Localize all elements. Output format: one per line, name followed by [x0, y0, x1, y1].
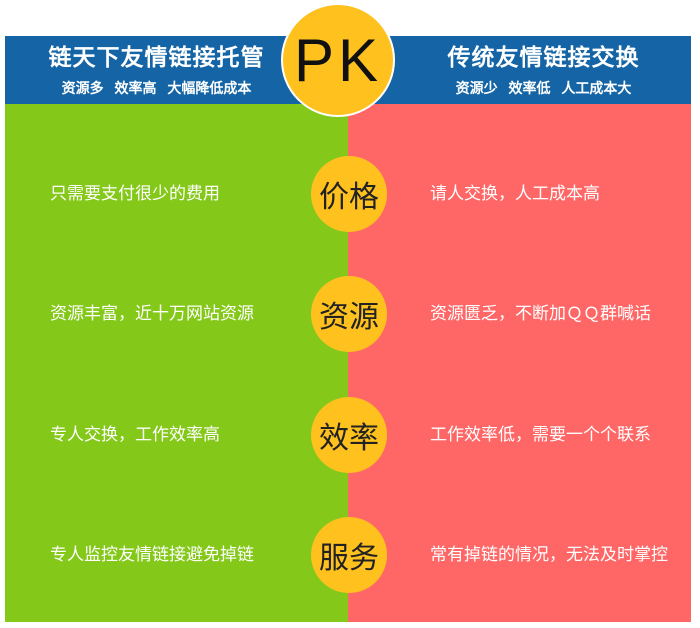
- row-resource-right: 资源匮乏，不断加ＱＱ群喊话: [430, 304, 651, 324]
- left-header-subtitle: 资源多 效率高 大幅降低成本: [61, 81, 252, 97]
- right-header-title: 传统友情链接交换: [447, 45, 640, 71]
- right-header-subtitle: 资源少 效率低 人工成本大: [455, 81, 632, 97]
- row-service-left: 专人监控友情链接避免掉链: [50, 545, 254, 565]
- row-efficiency-right: 工作效率低，需要一个个联系: [430, 425, 651, 445]
- row-resource-left: 资源丰富，近十万网站资源: [50, 304, 254, 324]
- left-header-title: 链天下友情链接托管: [48, 45, 265, 71]
- row-price-left: 只需要支付很少的费用: [50, 184, 220, 204]
- row-efficiency-left: 专人交换，工作效率高: [50, 425, 220, 445]
- row-price-right: 请人交换，人工成本高: [430, 184, 600, 204]
- row-service-right: 常有掉链的情况，无法及时掌控: [430, 545, 668, 565]
- right-header: 传统友情链接交换 资源少 效率低 人工成本大: [348, 36, 691, 104]
- badge-price: 价格: [311, 156, 387, 232]
- badge-efficiency: 效率: [311, 397, 387, 473]
- right-panel: [348, 104, 691, 622]
- left-panel: [5, 104, 348, 622]
- badge-service: 服务: [311, 517, 387, 593]
- pk-badge: PK: [281, 3, 395, 117]
- badge-resource: 资源: [311, 276, 387, 352]
